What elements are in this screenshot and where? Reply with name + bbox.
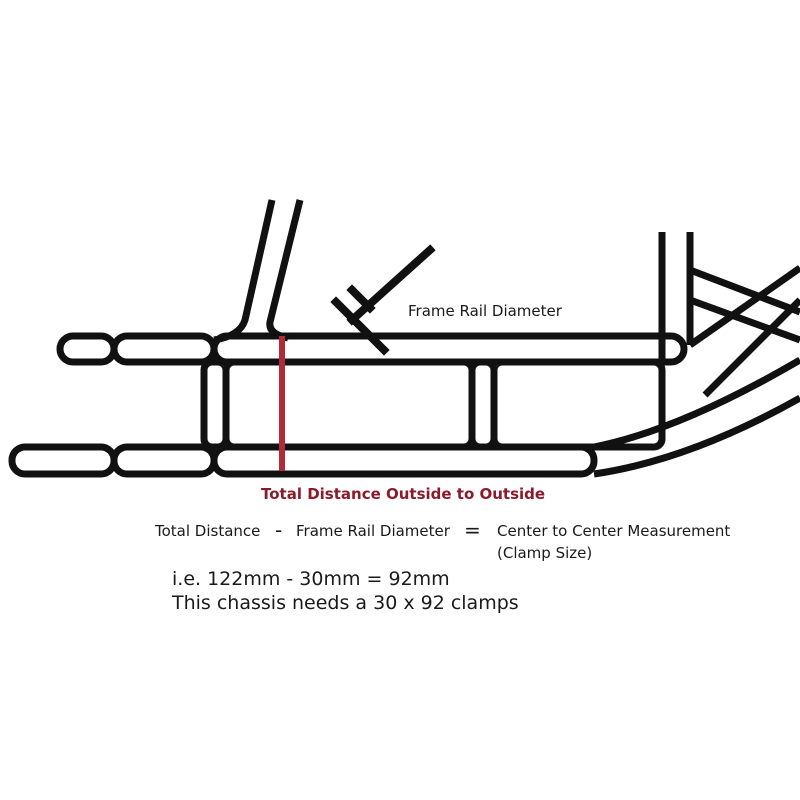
- example-conclusion: This chassis needs a 30 x 92 clamps: [172, 592, 519, 614]
- diagonal-brace-upper: [688, 266, 800, 344]
- frame-opening-left: [222, 358, 476, 451]
- equation-equals-sign: =: [464, 518, 481, 542]
- upper-rail-seg-2: [110, 332, 218, 366]
- chassis-frame: [8, 199, 800, 478]
- equation-term-frame-rail: Frame Rail Diameter: [296, 522, 450, 540]
- total-distance-label: Total Distance Outside to Outside: [261, 485, 546, 503]
- lower-rail-seg-2: [110, 443, 218, 478]
- frame-rail-diameter-label: Frame Rail Diameter: [408, 302, 562, 320]
- equation-result: Center to Center Measurement: [497, 522, 731, 540]
- diagonal-brace-lower: [687, 265, 800, 398]
- equation-result-note: (Clamp Size): [497, 544, 593, 562]
- lower-rail-seg-1: [8, 443, 118, 478]
- seat-strut: [213, 199, 304, 344]
- equation-minus-sign: -: [275, 518, 283, 542]
- lower-rail-seg-3: [210, 443, 598, 478]
- caliper-icon: [330, 244, 436, 356]
- upper-rail-seg-1: [56, 332, 118, 366]
- example-calculation: i.e. 122mm - 30mm = 92mm: [172, 568, 450, 590]
- lower-rail-rise: [593, 356, 800, 478]
- equation-term-total-distance: Total Distance: [155, 522, 261, 540]
- right-upright: [658, 232, 694, 362]
- frame-opening-right: [490, 358, 666, 451]
